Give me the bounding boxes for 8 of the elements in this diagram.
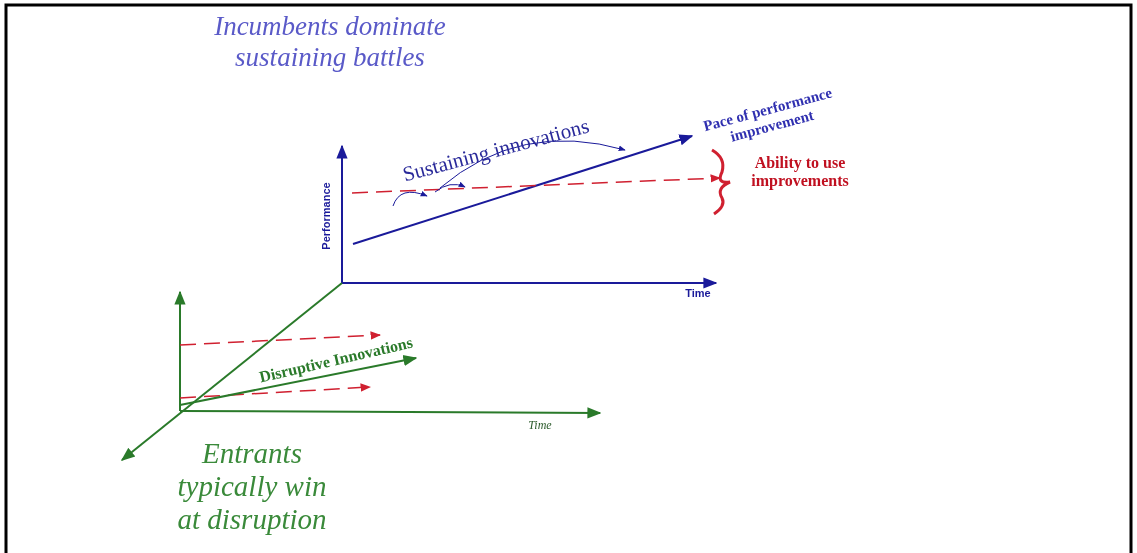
line-label: Sustaining innovations (399, 112, 593, 188)
caption-text: Entrants typically win at disruption (176, 436, 328, 536)
bracket-label: Ability to use improvements (750, 154, 850, 190)
axis-label: Performance (320, 181, 332, 252)
axis-label: Time (684, 287, 712, 299)
line-label: Disruptive Innovations (256, 332, 416, 388)
heading-text: Incumbents dominate sustaining battles (213, 11, 447, 73)
axis-label: Time (527, 417, 553, 433)
